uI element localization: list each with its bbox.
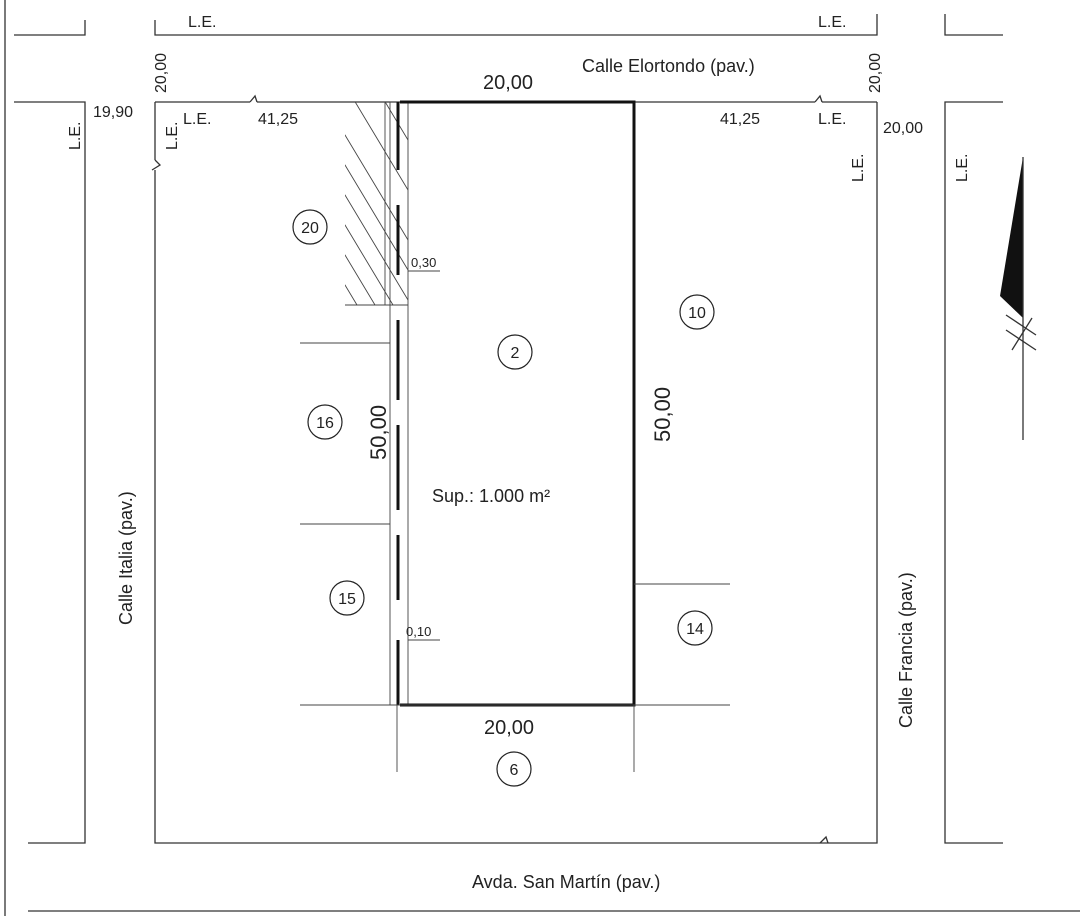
- parcel-2: 2: [497, 334, 533, 370]
- north-arrow-icon: [1000, 157, 1037, 440]
- parcel-14: 14: [677, 610, 713, 646]
- parcel-number: 10: [688, 305, 706, 322]
- le-label: L.E.: [818, 111, 846, 128]
- street-west-label: Calle Italia (pav.): [116, 491, 136, 625]
- street-north-label: Calle Elortondo (pav.): [582, 56, 755, 76]
- street-east-label: Calle Francia (pav.): [896, 572, 916, 728]
- le-label: L.E.: [850, 154, 867, 182]
- street-south-label: Avda. San Martín (pav.): [472, 872, 660, 892]
- le-label: L.E.: [818, 14, 846, 31]
- parcel-number: 16: [316, 415, 334, 432]
- parcel-16: 16: [307, 404, 343, 440]
- block-lines: [14, 14, 1003, 844]
- distance-right: 41,25: [720, 111, 760, 128]
- le-label: L.E.: [67, 122, 84, 150]
- parcel-number: 15: [338, 591, 356, 608]
- parcel-number: 14: [686, 621, 704, 638]
- street-width-east: 20,00: [883, 120, 923, 137]
- lot-side-left: 50,00: [366, 405, 391, 460]
- parcel-15: 15: [329, 580, 365, 616]
- block-width-top: 20,00: [483, 72, 533, 94]
- wall-strip: [389, 101, 440, 706]
- distance-left: 41,25: [258, 111, 298, 128]
- lot-bottom: 20,00: [484, 717, 534, 739]
- wall-thickness-030: 0,30: [411, 255, 436, 270]
- le-label: L.E.: [954, 154, 971, 182]
- street-width-left: 20,00: [153, 53, 170, 93]
- lot-side-right: 50,00: [650, 387, 675, 442]
- street-width-right: 20,00: [867, 53, 884, 93]
- parcel-20: 20: [292, 209, 328, 245]
- lot-2-boundary: [396, 100, 636, 772]
- parcel-6: 6: [496, 751, 532, 787]
- le-label: L.E.: [164, 122, 181, 150]
- parcel-10: 10: [679, 294, 715, 330]
- parcel-number: 2: [511, 345, 520, 362]
- parcel-number: 20: [301, 220, 319, 237]
- street-width-west: 19,90: [93, 104, 133, 121]
- parcel-number: 6: [510, 762, 519, 779]
- le-label: L.E.: [188, 14, 216, 31]
- wall-thickness-010: 0,10: [406, 624, 431, 639]
- le-label: L.E.: [183, 111, 211, 128]
- lot-area: Sup.: 1.000 m²: [432, 486, 550, 506]
- neighbor-lines: [300, 342, 730, 706]
